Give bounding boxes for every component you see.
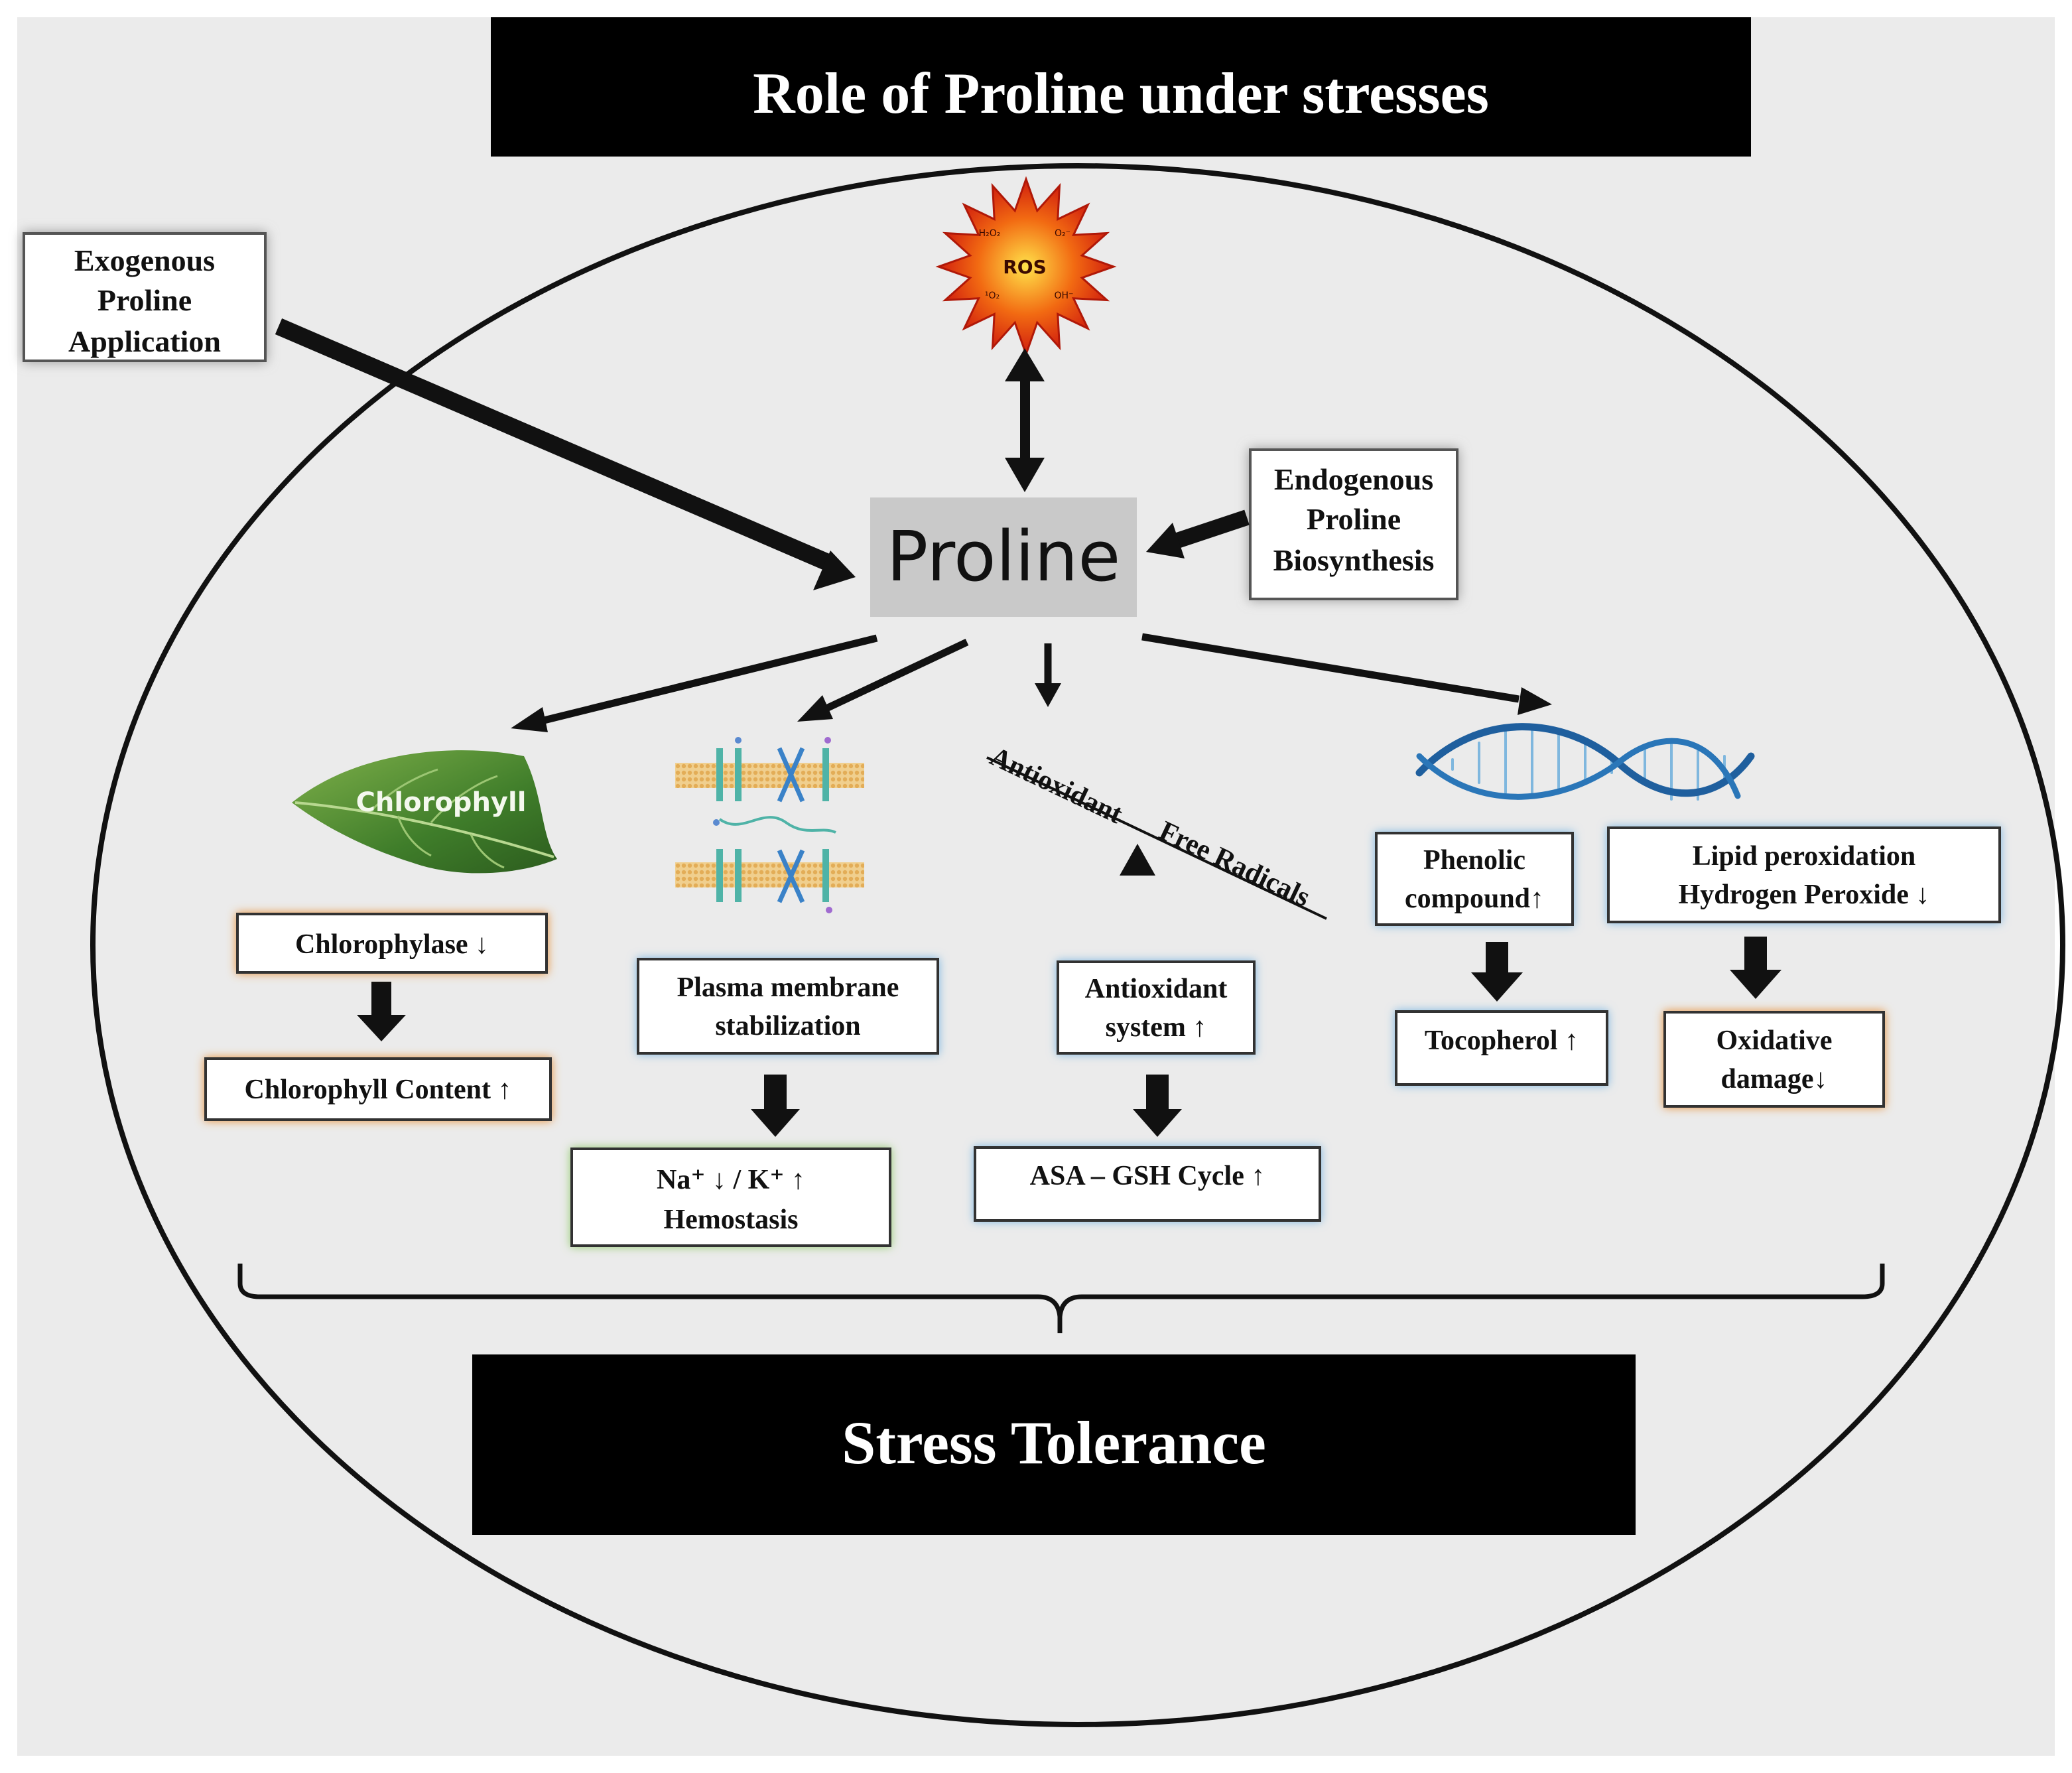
down-arrow-antioxidant (1133, 1075, 1182, 1137)
ros-species-oh: OH⁻ (1055, 291, 1074, 301)
exogenous-line-3: Application (68, 324, 221, 358)
chlorophyll-leaf-image: Chlorophyll (292, 750, 557, 874)
stress-tolerance-bar: Stress Tolerance (472, 1354, 1636, 1535)
tocopherol-box: Tocopherol ↑ (1395, 1010, 1608, 1086)
chlorophylase-box: Chlorophylase ↓ (236, 913, 548, 974)
exogenous-arrow (275, 318, 856, 590)
plasma-membrane-line-1: Plasma membrane (677, 972, 899, 1003)
title-bar: Role of Proline under stresses (491, 17, 1751, 157)
oxidative-damage-box: Oxidative damage↓ (1663, 1011, 1885, 1108)
dna-helix-image (1415, 723, 1755, 801)
asa-gsh-text: ASA – GSH Cycle ↑ (1030, 1161, 1265, 1191)
down-arrow-phenolic (1471, 942, 1523, 1002)
leaf-label: Chlorophyll (356, 787, 527, 818)
lipid-line-2: Hydrogen Peroxide ↓ (1679, 880, 1930, 910)
branch-arrow-membrane (797, 639, 969, 722)
down-arrow-chlorophylase (357, 982, 406, 1041)
na-k-line-1: Na⁺ ↓ / K⁺ ↑ (657, 1165, 805, 1195)
branch-arrow-dna (1141, 633, 1552, 715)
branch-arrow-antioxidant (1035, 643, 1061, 707)
endogenous-arrow (1146, 509, 1250, 558)
membrane-diagram (675, 737, 864, 913)
chlorophyll-content-box: Chlorophyll Content ↑ (204, 1057, 552, 1121)
lipid-peroxidation-box: Lipid peroxidation Hydrogen Peroxide ↓ (1607, 826, 2001, 923)
exogenous-line-1: Exogenous (74, 243, 215, 277)
antioxidant-system-line-2: system ↑ (1106, 1012, 1207, 1043)
oxidative-line-2: damage↓ (1721, 1064, 1828, 1094)
branch-arrow-chlorophyll (511, 634, 878, 732)
ros-double-arrow (1005, 348, 1045, 492)
lipid-line-1: Lipid peroxidation (1693, 841, 1916, 872)
na-k-line-2: Hemostasis (664, 1205, 799, 1235)
summary-brace (237, 1264, 1885, 1333)
proline-label: Proline (887, 516, 1121, 597)
asa-gsh-cycle-box: ASA – GSH Cycle ↑ (974, 1146, 1321, 1222)
oxidative-line-1: Oxidative (1716, 1025, 1833, 1056)
ros-species-h2o2: H₂O₂ (979, 228, 1001, 239)
ros-starburst: ROS H₂O₂ O₂⁻ ¹O₂ OH⁻ (935, 176, 1117, 358)
endogenous-line-2: Proline (1307, 502, 1401, 536)
cell-ellipse (90, 163, 2065, 1727)
diagram-title: Role of Proline under stresses (753, 62, 1489, 126)
ros-species-singlet-o2: ¹O₂ (985, 291, 1000, 301)
antioxidant-system-box: Antioxidant system ↑ (1057, 960, 1256, 1055)
exogenous-proline-box: Exogenous Proline Application (23, 232, 267, 362)
chlorophylase-text: Chlorophylase ↓ (295, 929, 489, 960)
phenolic-line-1: Phenolic (1423, 845, 1525, 876)
tocopherol-text: Tocopherol ↑ (1425, 1025, 1579, 1056)
phenolic-line-2: compound↑ (1405, 884, 1544, 914)
endogenous-line-3: Biosynthesis (1273, 543, 1435, 577)
endogenous-proline-box: Endogenous Proline Biosynthesis (1249, 448, 1458, 600)
ros-species-o2: O₂⁻ (1055, 228, 1070, 239)
down-arrow-membrane (751, 1075, 800, 1137)
plasma-membrane-box: Plasma membrane stabilization (637, 958, 939, 1055)
exogenous-line-2: Proline (97, 283, 192, 317)
endogenous-line-1: Endogenous (1274, 462, 1433, 496)
proline-node: Proline (870, 497, 1137, 617)
down-arrow-lipid (1730, 937, 1781, 999)
stress-tolerance-label: Stress Tolerance (842, 1409, 1266, 1477)
antioxidant-system-line-1: Antioxidant (1085, 974, 1228, 1004)
plasma-membrane-line-2: stabilization (715, 1011, 860, 1041)
phenolic-compound-box: Phenolic compound↑ (1375, 832, 1574, 926)
chlorophyll-content-text: Chlorophyll Content ↑ (245, 1075, 512, 1105)
na-k-hemostasis-box: Na⁺ ↓ / K⁺ ↑ Hemostasis (570, 1148, 891, 1247)
ros-label: ROS (1003, 256, 1047, 278)
